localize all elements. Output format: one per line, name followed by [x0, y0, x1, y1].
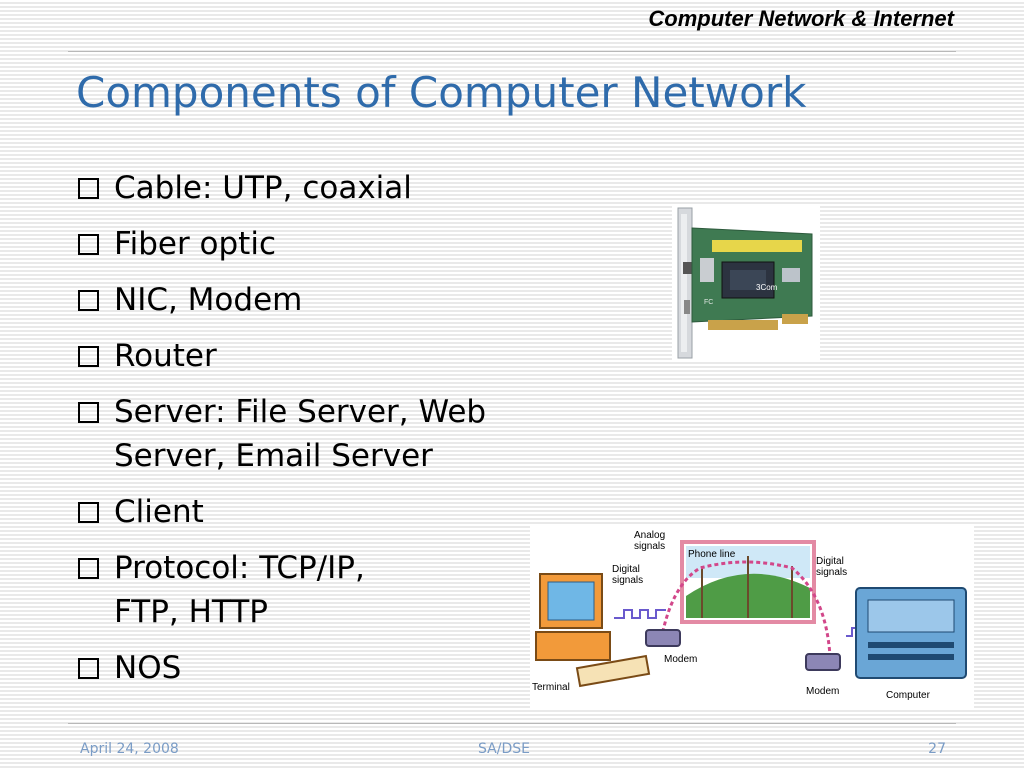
bullet-text: NIC, Modem [114, 282, 303, 318]
slide-title: Components of Computer Network [76, 68, 807, 117]
modem-diagram-image: Analog signals Phone line Digital signal… [530, 526, 974, 710]
header-title: Computer Network & Internet [648, 6, 954, 31]
checkbox-bullet-icon [78, 402, 99, 423]
bullet-text: Server: File Server, Web [114, 394, 487, 430]
modem-left-label: Modem [664, 654, 697, 665]
page-number: 27 [928, 741, 946, 757]
bullet-item-client: Client [76, 490, 584, 534]
bullet-text: Client [114, 494, 204, 530]
nic-card-image: 3Com FC [672, 204, 820, 362]
checkbox-bullet-icon [78, 658, 99, 679]
bullet-item-server: Server: File Server, Web Server, Email S… [76, 390, 584, 478]
bullet-item-nos: NOS [76, 646, 584, 690]
bullet-text: Fiber optic [114, 226, 276, 262]
footer-date: April 24, 2008 [80, 741, 179, 757]
digital-signals-left-label: Digital signals [612, 564, 643, 586]
modem-right-label: Modem [806, 686, 839, 697]
checkbox-bullet-icon [78, 558, 99, 579]
checkbox-bullet-icon [78, 290, 99, 311]
nic-fc-mark: FC [704, 299, 713, 306]
bullet-item-cable: Cable: UTP, coaxial [76, 166, 584, 210]
bullet-item-router: Router [76, 334, 584, 378]
phone-line-label: Phone line [688, 549, 736, 560]
bullet-text-continued: Server, Email Server [114, 438, 433, 474]
analog-signals-label: Analog signals [634, 530, 668, 552]
bullet-text-continued: FTP, HTTP [114, 594, 268, 630]
bullet-text: Cable: UTP, coaxial [114, 170, 412, 206]
nic-logo-text: 3Com [756, 283, 778, 292]
terminal-label: Terminal [532, 682, 570, 693]
computer-label: Computer [886, 690, 931, 701]
bullet-text: NOS [114, 650, 182, 686]
bullet-text: Router [114, 338, 217, 374]
checkbox-bullet-icon [78, 178, 99, 199]
bullet-item-fiber: Fiber optic [76, 222, 584, 266]
bullet-item-nic-modem: NIC, Modem [76, 278, 584, 322]
footer-center-label: SA/DSE [478, 741, 530, 757]
checkbox-bullet-icon [78, 346, 99, 367]
checkbox-bullet-icon [78, 502, 99, 523]
bullet-item-protocol: Protocol: TCP/IP, FTP, HTTP [76, 546, 584, 634]
digital-signals-right-label: Digital signals [816, 556, 847, 578]
checkbox-bullet-icon [78, 234, 99, 255]
bottom-divider [68, 723, 956, 724]
bullet-text: Protocol: TCP/IP, [114, 550, 365, 586]
bullet-list: Cable: UTP, coaxial Fiber optic NIC, Mod… [76, 166, 584, 702]
top-divider [68, 51, 956, 52]
